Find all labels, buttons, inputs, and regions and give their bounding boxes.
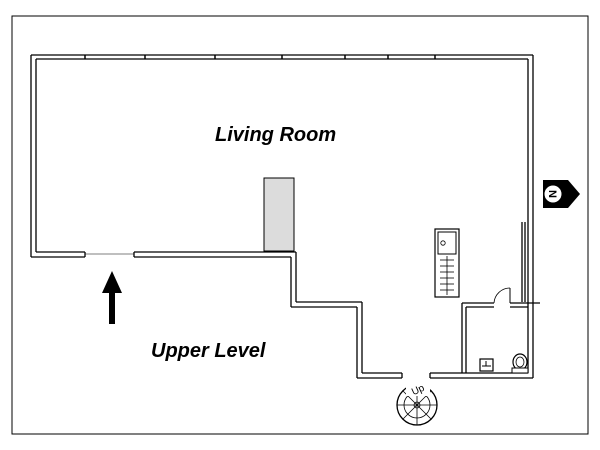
living-room-label: Living Room bbox=[215, 124, 336, 146]
upper-level-label: Upper Level bbox=[151, 340, 266, 362]
top-windows bbox=[84, 55, 436, 59]
counter-block bbox=[263, 177, 295, 252]
frame-border bbox=[11, 15, 589, 435]
compass-north-label: N bbox=[546, 190, 558, 198]
bathroom-walls bbox=[461, 302, 540, 373]
sink-icon bbox=[479, 358, 494, 372]
kitchen-counter-icon bbox=[434, 228, 460, 298]
spiral-staircase-icon: Up bbox=[396, 382, 438, 426]
walls bbox=[30, 54, 534, 379]
arrow-up-icon bbox=[102, 271, 122, 324]
door-swing-icon bbox=[493, 287, 511, 304]
stair-up-label: Up bbox=[410, 383, 427, 399]
north-compass-icon: N bbox=[543, 180, 580, 208]
toilet-icon bbox=[511, 353, 529, 374]
